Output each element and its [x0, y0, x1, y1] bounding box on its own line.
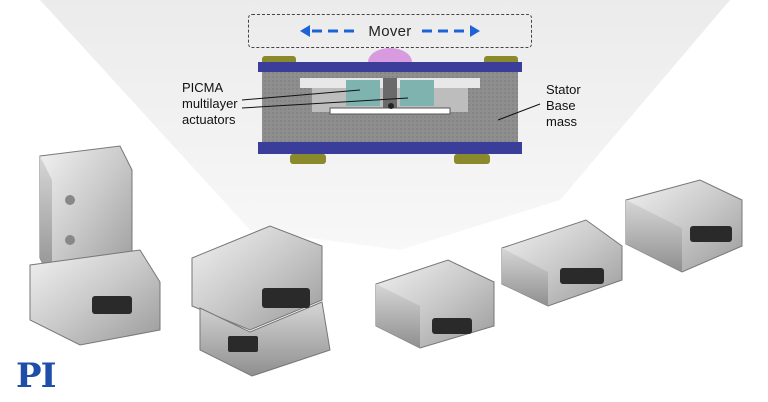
- foot-left: [290, 154, 326, 164]
- stage-vertical-xz: [29, 145, 161, 346]
- stage-xy-stacked: [191, 225, 331, 377]
- actuators-label-line-2: multilayer: [182, 96, 238, 111]
- stator-label-line-2: Base: [546, 98, 576, 113]
- arrow-right-icon: [421, 25, 480, 37]
- mover-plate: [258, 62, 522, 72]
- actuator-right: [400, 80, 434, 106]
- actuators-label-line-3: actuators: [182, 112, 236, 127]
- stage-single-compact: [375, 259, 495, 349]
- stage-linear-long: [625, 179, 743, 273]
- base-plate: [258, 142, 522, 154]
- mover-box: Mover: [248, 14, 532, 48]
- stator-label: Stator Base mass: [546, 82, 581, 130]
- pi-logo: PI: [16, 356, 56, 396]
- arrow-left-icon: [300, 25, 359, 37]
- stage-linear-medium: [501, 219, 623, 307]
- foot-right: [454, 154, 490, 164]
- actuators-label-line-1: PICMA: [182, 80, 224, 95]
- mover-label: Mover: [368, 22, 412, 40]
- actuators-label: PICMA multilayer actuators: [182, 80, 238, 128]
- stator-label-line-3: mass: [546, 114, 578, 129]
- stator-label-line-1: Stator: [546, 82, 581, 97]
